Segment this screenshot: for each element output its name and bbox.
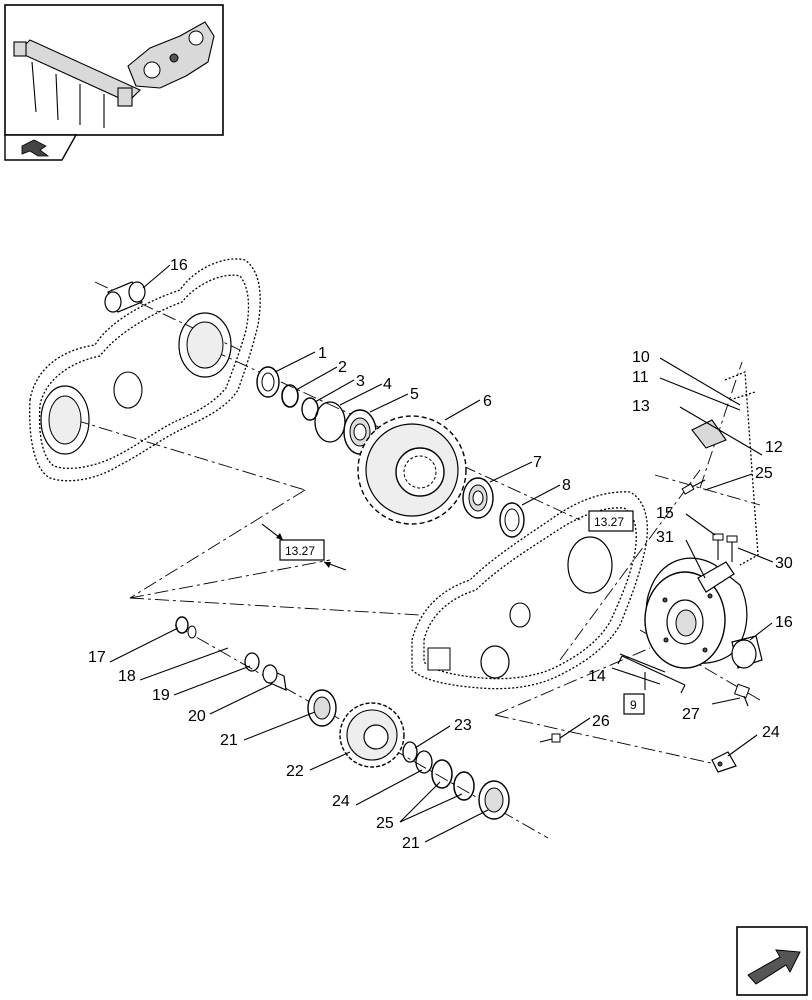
callout-4: 4 [383,376,392,393]
part-18-shaft [187,625,254,659]
part-28-screw [681,479,706,495]
gearbox-thumbnail-icon [127,21,215,89]
housing-main-right [411,491,648,690]
part-22-gear [339,702,405,768]
callout-28: 25 [755,465,773,482]
callout-2: 2 [338,359,347,376]
part-19-ring [244,652,260,672]
callout-21-lower: 21 [402,835,420,852]
part-29-grease-fitting [734,683,750,707]
reference-13-27-upper-text: 13.27 [594,515,624,529]
callout-27: 26 [592,713,610,730]
next-page-nav-button[interactable] [736,926,808,996]
part-4-shim [314,401,346,443]
reference-9-text: 9 [630,698,637,712]
part-2-circlip [281,384,299,408]
part-26-bracket [711,751,737,773]
callout-31: 31 [656,529,674,546]
part-31-plate [697,561,735,593]
callout-10: 10 [632,349,650,366]
part-25-rings [431,759,475,801]
callout-21-upper: 21 [220,732,238,749]
part-16-sleeve-lower [731,635,763,669]
callout-26: 24 [762,724,780,741]
callout-16-lower: 16 [775,614,793,631]
callout-labels: 16 1 2 3 4 5 6 7 8 10 11 12 13 25 15 31 … [88,257,793,852]
reference-arrows [261,523,347,571]
part-17-circlip [175,616,189,634]
reference-box-13-27-upper[interactable]: 13.27 [588,510,634,532]
part-24-ring [415,750,433,774]
callout-12: 12 [765,439,783,456]
callout-30: 30 [775,555,793,572]
next-page-arrow-icon [747,949,801,985]
callout-13: 13 [632,398,650,415]
housing-cover-left [29,258,261,482]
callout-1: 1 [318,345,327,362]
reference-13-27-lower-text: 13.27 [285,544,315,558]
view-arrow-icon [21,139,50,157]
bracket-14 [617,655,686,694]
callout-18: 18 [118,668,136,685]
rake-bar-icon [13,39,141,128]
callout-22: 22 [286,763,304,780]
view-badge [4,134,78,161]
part-6-gear [357,415,467,525]
part-21-bearing-upper [307,689,337,727]
part-23-ring [402,741,418,763]
callout-19: 19 [152,687,170,704]
callout-14: 14 [588,668,606,685]
callout-17: 17 [88,649,106,666]
callout-8: 8 [562,477,571,494]
part-8-spacer [499,502,525,538]
callout-5: 5 [410,386,419,403]
part-27-screw [539,733,561,743]
callout-23: 23 [454,717,472,734]
callout-20: 20 [188,708,206,725]
leader-lines [109,264,774,843]
bracket-frame-10-12 [724,371,759,566]
reference-box-9[interactable]: 9 [623,693,645,715]
callout-6: 6 [483,393,492,410]
callout-11: 11 [632,369,649,386]
callout-16-upper: 16 [170,257,188,274]
reference-box-13-27-lower[interactable]: 13.27 [279,539,325,561]
callout-15: 15 [656,505,674,522]
part-16-sleeve-upper [104,281,146,313]
part-21-bearing-lower [478,780,510,820]
callout-3: 3 [356,373,365,390]
part-1-seal [256,366,280,398]
part-20-bushing [262,664,287,691]
callout-29: 27 [682,706,700,723]
callout-7: 7 [533,454,542,471]
part-7-bearing [462,477,494,519]
callout-24: 24 [332,793,350,810]
callout-25: 25 [376,815,394,832]
part-15-bolts [712,533,738,562]
part-14-end-cover [644,557,748,669]
part-13-clip [691,419,727,449]
overview-thumbnail[interactable] [4,4,224,136]
